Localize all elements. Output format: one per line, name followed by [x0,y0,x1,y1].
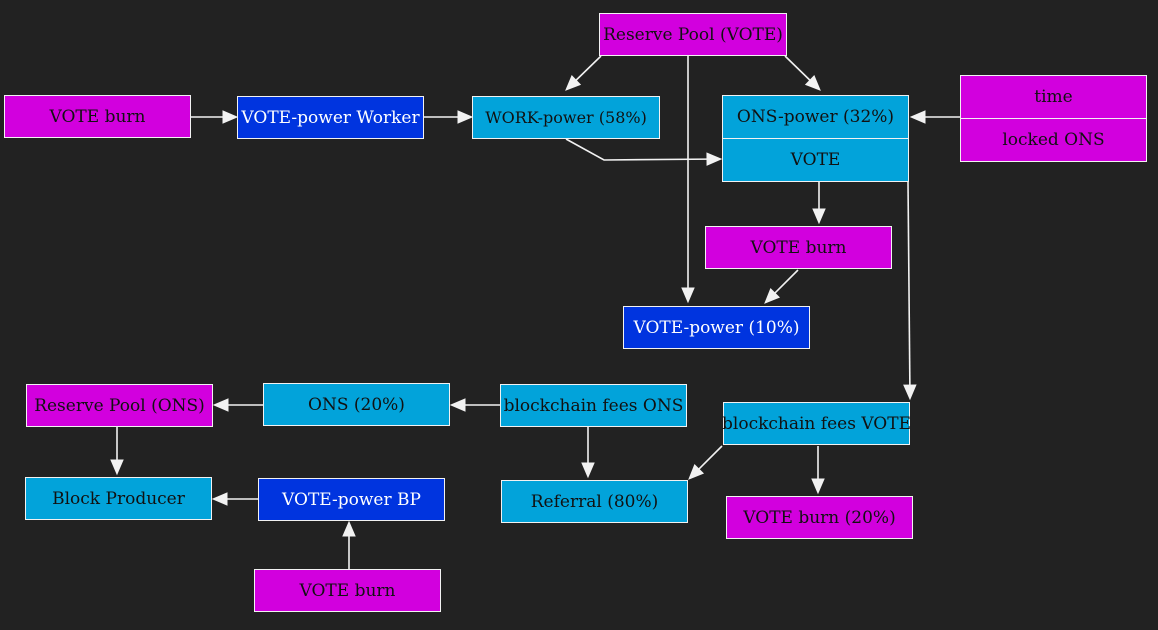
field-time: time [1034,87,1073,107]
node-vote-power-bp: VOTE-power BP [258,478,445,521]
edge-reserve-vote-to-vote-power-10 [681,56,695,304]
edge-vote-burn-to-worker [191,110,239,124]
node-reserve-pool-ons: Reserve Pool (ONS) [26,384,213,427]
arrowhead [812,208,826,225]
edge-reserve-vote-to-ons-power [784,55,821,91]
node-vote-burn-mid: VOTE burn [705,226,892,269]
node-referral-80: Referral (80%) [501,480,688,523]
arrowhead [457,110,474,124]
node-vote-burn-bp: VOTE burn [254,569,441,612]
edge-line [575,55,602,81]
arrowhead [681,287,695,304]
arrowhead [764,287,781,304]
field-ons-power: ONS-power (32%) [736,107,895,127]
edge-fees-vote-to-burn-20 [811,446,825,495]
field-locked-ons: locked ONS [961,118,1146,161]
arrowhead [110,459,124,476]
edge-line [907,181,911,386]
edge-vote-burn-bp-to-vote-power-bp [342,520,356,569]
field-vote: VOTE [723,138,908,181]
edge-vote-to-vote-burn [812,182,826,225]
node-reserve-pool-vote: Reserve Pool (VOTE) [599,13,787,56]
node-vote-power-worker: VOTE-power Worker [237,96,424,139]
node-vote-power-10: VOTE-power (10%) [623,306,810,349]
arrowhead [581,462,595,479]
arrowhead [811,478,825,495]
edge-fees-ons-to-referral [581,427,595,479]
edge-worker-to-work-power [424,110,474,124]
node-ons-20: ONS (20%) [263,383,450,426]
edge-reserve-ons-to-block-producer [110,427,124,476]
arrowhead [449,398,466,412]
edge-vote-to-blockchain-fees-vote [903,181,917,401]
edge-fees-ons-to-ons-20 [449,398,500,412]
node-time-locked-ons-record: time locked ONS [960,75,1147,162]
node-block-producer: Block Producer [25,477,212,520]
arrowhead [903,384,917,401]
arrowhead [706,152,723,166]
node-work-power: WORK-power (58%) [472,96,660,139]
node-blockchain-fees-vote: blockchain fees VOTE [722,402,911,445]
arrowhead [212,398,229,412]
edge-vote-burn-to-vote-power-10 [764,269,799,304]
edge-line [774,269,799,294]
node-vote-burn-worker: VOTE burn [4,95,191,138]
arrowhead [909,110,926,124]
edge-time-to-ons-power [909,110,960,124]
arrowhead [688,463,705,480]
edge-line [565,138,708,161]
edge-fees-vote-to-referral [688,445,723,480]
edge-vote-power-bp-to-block-producer [211,492,258,506]
node-ons-power-vote-record: ONS-power (32%) VOTE [722,95,909,182]
edge-work-power-to-vote [565,138,723,166]
node-vote-burn-20: VOTE burn (20%) [726,496,913,539]
edge-reserve-vote-to-work-power [565,55,602,91]
arrowhead [342,520,356,537]
edge-ons-20-to-reserve-ons [212,398,263,412]
arrowhead [222,110,239,124]
arrowhead [565,75,582,91]
arrowhead [804,75,821,91]
edge-line [698,445,723,470]
node-blockchain-fees-ons: blockchain fees ONS [500,384,687,427]
arrowhead [211,492,228,506]
edge-line [784,55,811,81]
